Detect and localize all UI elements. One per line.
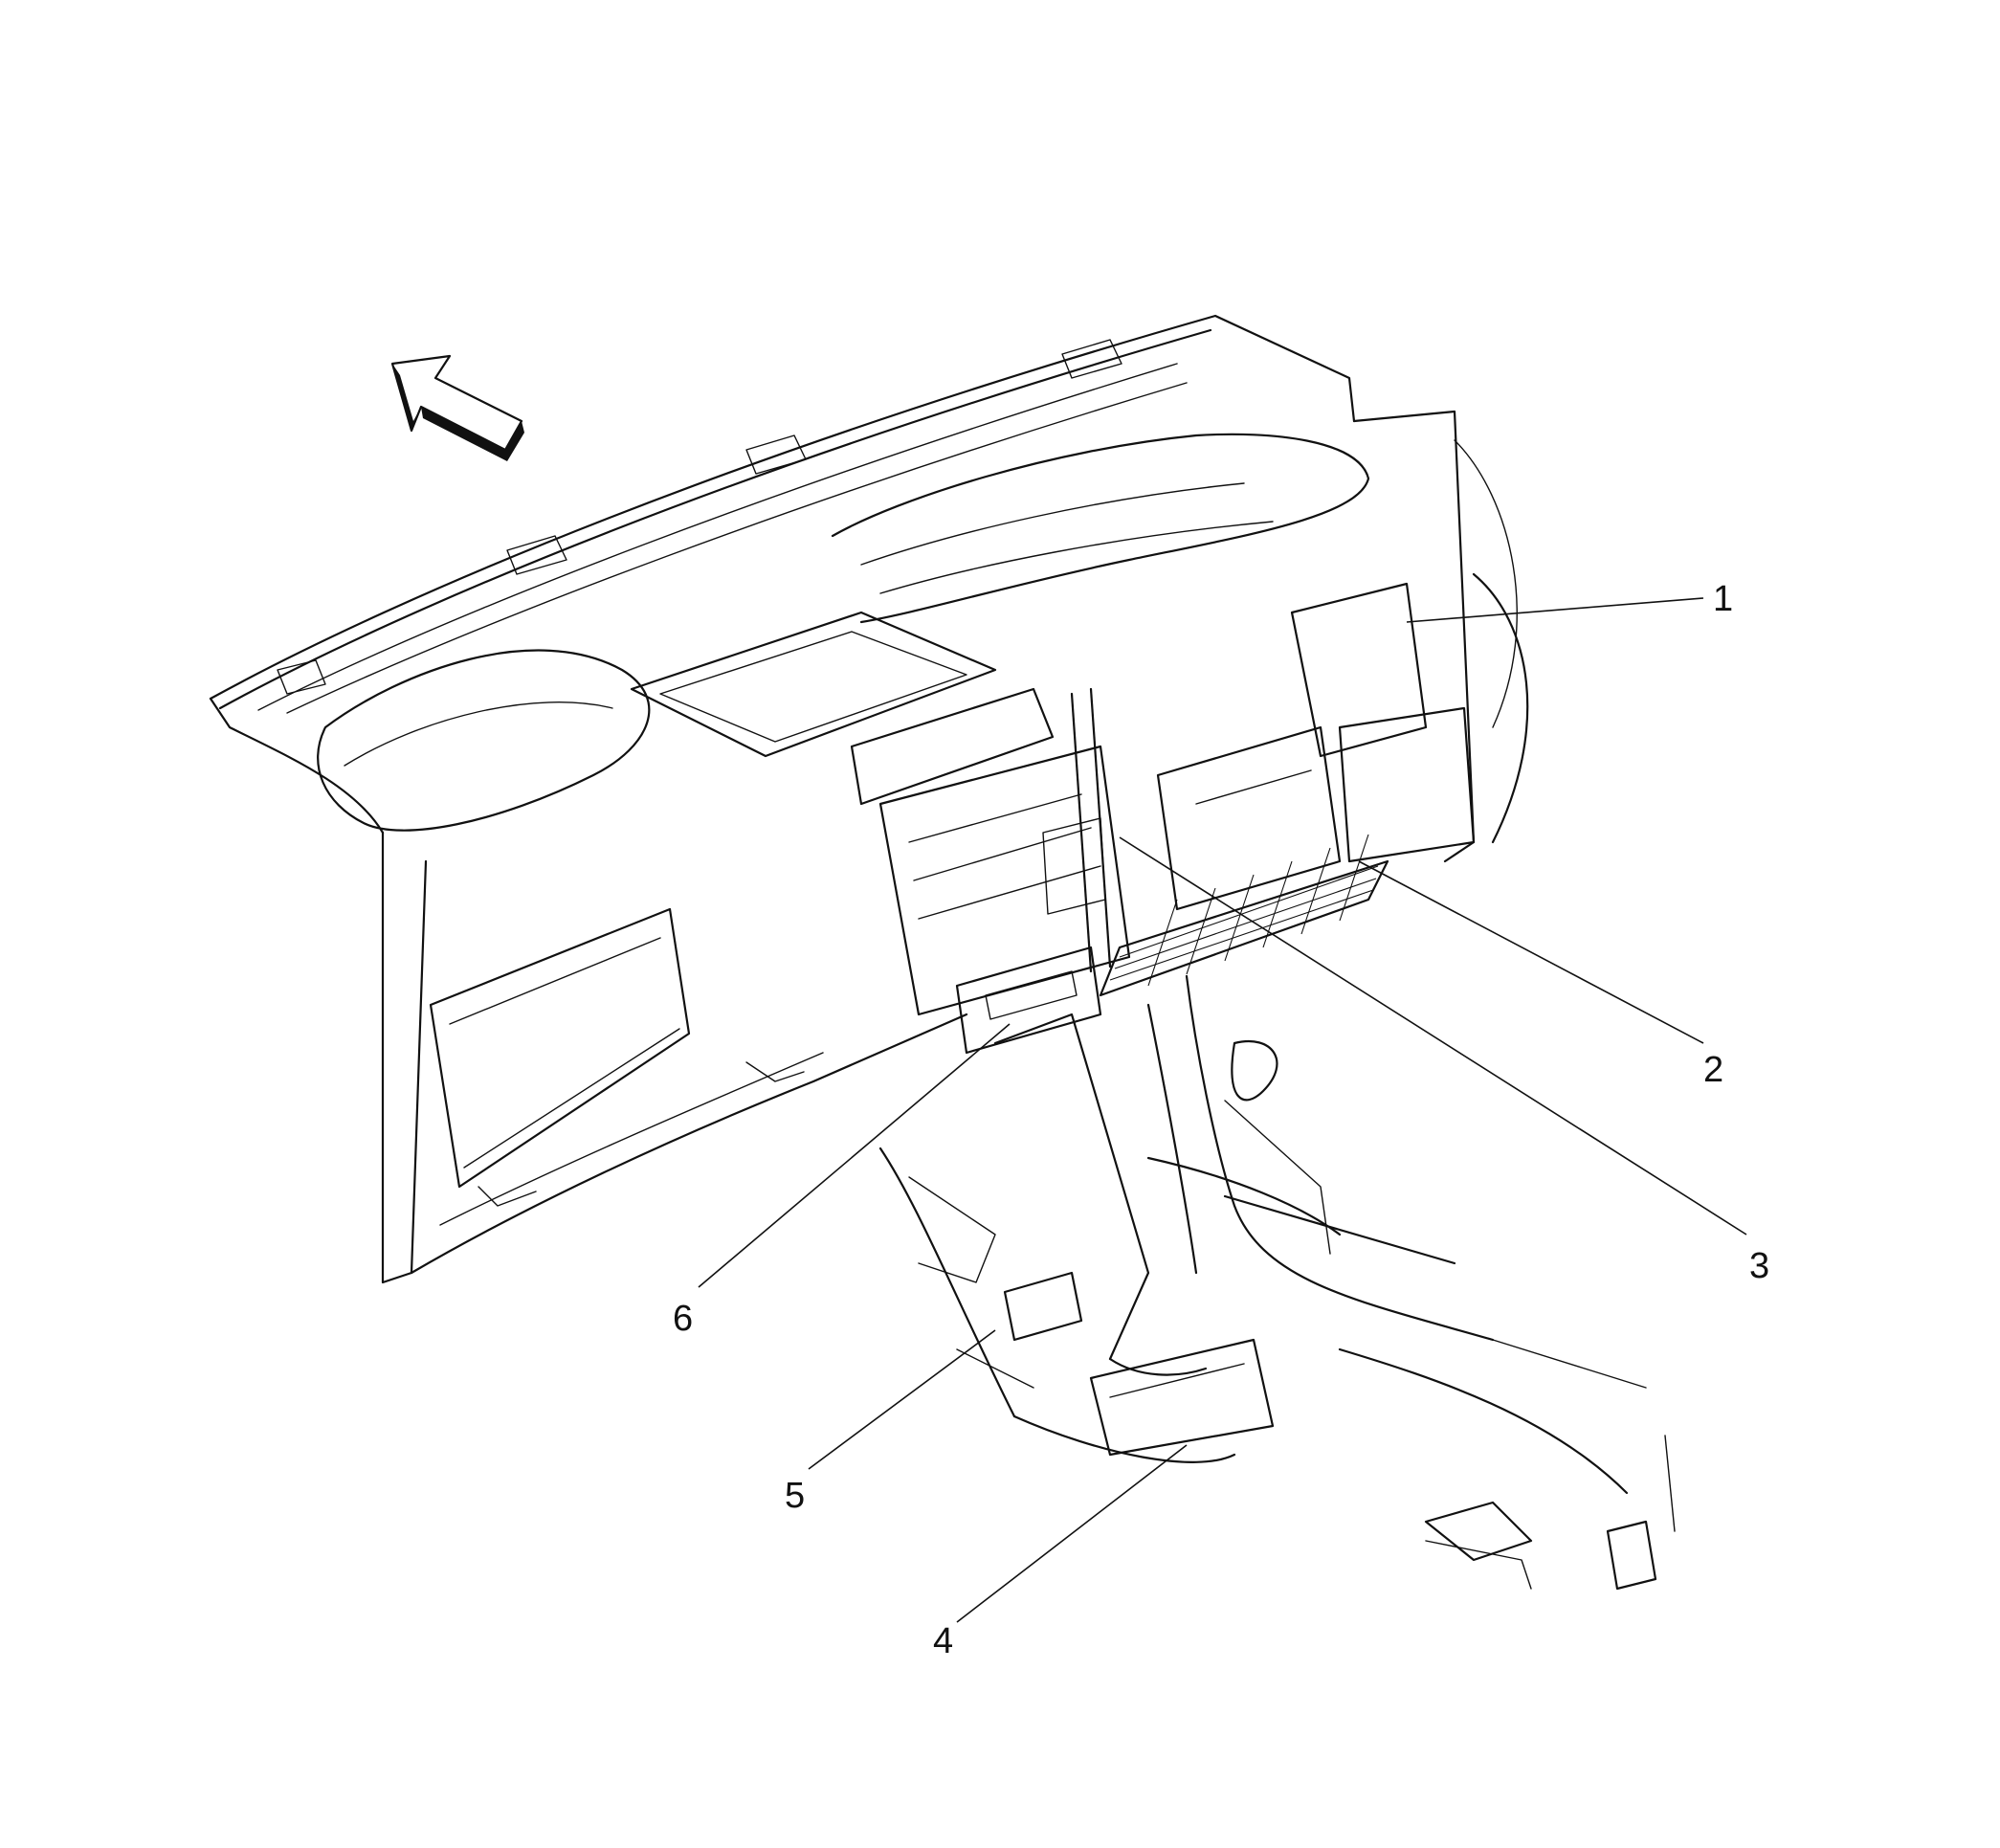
leader-lines [698,597,1747,1623]
leader-line-5 [808,1329,996,1470]
callout-2: 2 [1703,1050,1723,1090]
hvac-module-area [1099,410,1529,997]
leader-line-3 [1119,836,1747,1236]
callout-6: 6 [673,1299,693,1339]
floor-console [878,1013,1275,1463]
forward-direction-arrow-icon [390,354,524,461]
instrument-panel-upper [209,314,1370,835]
hvac-grille [1109,834,1379,987]
leader-line-6 [698,1023,1011,1288]
instrument-panel-left-body [381,831,968,1284]
callout-1: 1 [1713,579,1733,619]
callout-4: 4 [933,1621,953,1661]
leader-line-2 [1358,860,1704,1044]
callout-5: 5 [785,1476,805,1516]
center-stack [630,611,1131,1055]
callout-3: 3 [1749,1246,1769,1286]
leader-line-1 [1406,597,1704,623]
leader-line-4 [956,1444,1188,1623]
passenger-floor-trim [1146,974,1676,1591]
callout-labels: 1 2 3 4 5 6 [673,579,1769,1661]
